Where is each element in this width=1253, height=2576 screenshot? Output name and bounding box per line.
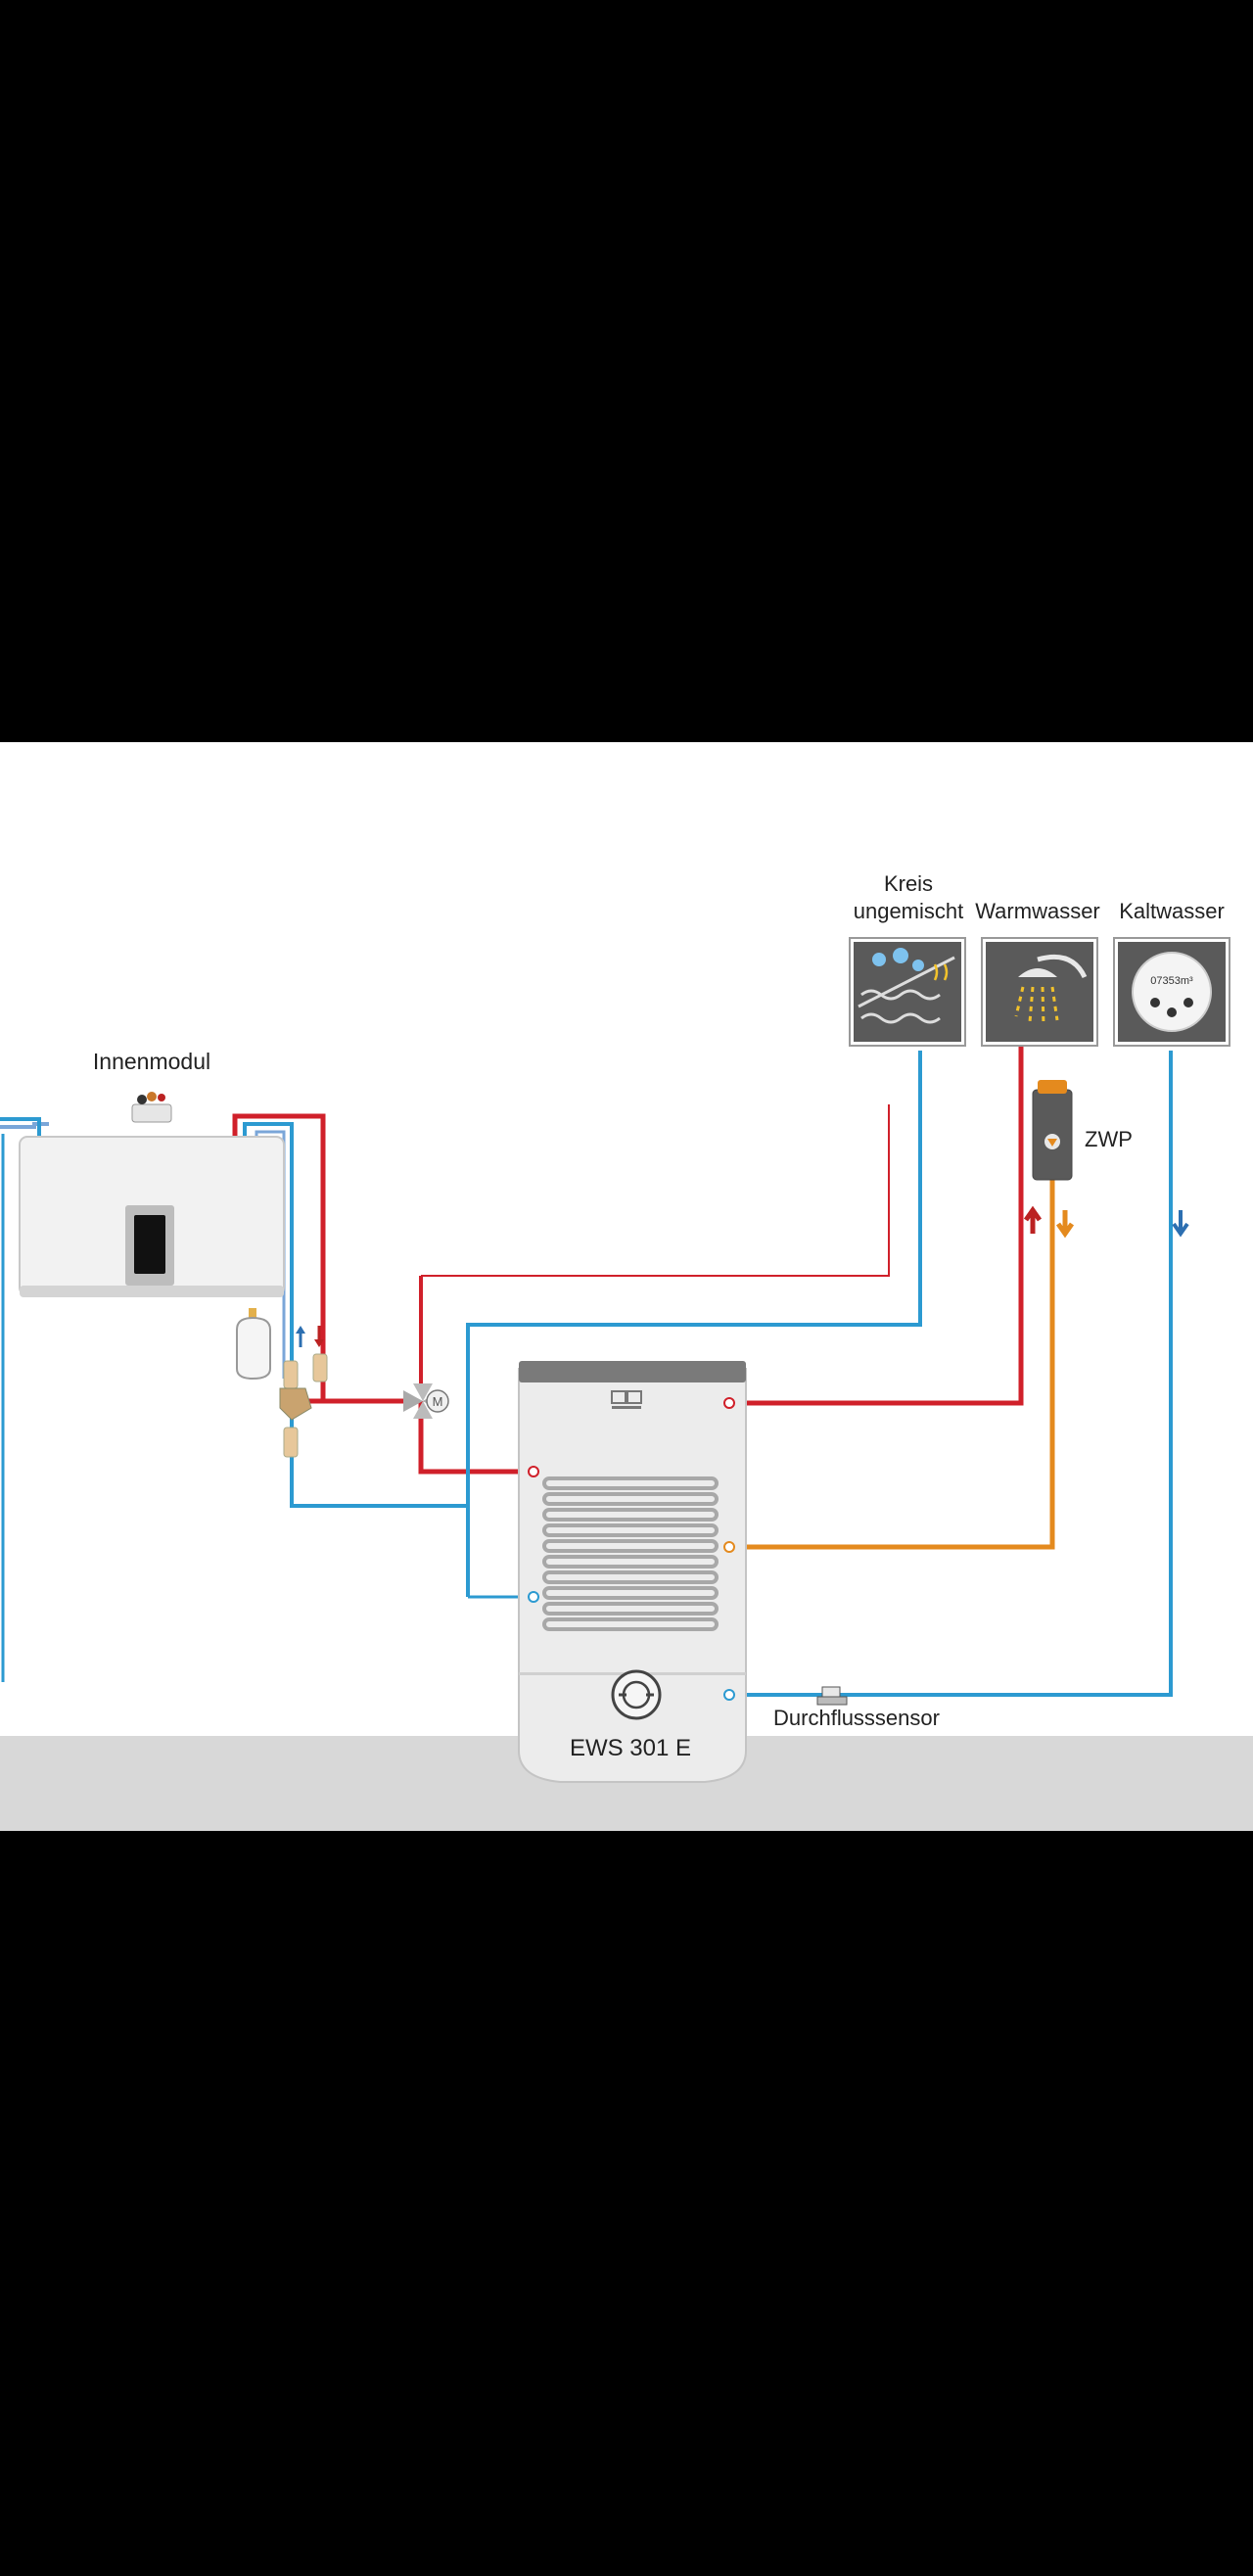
flow-arrows [1023, 1205, 1189, 1239]
storage-tank[interactable] [518, 1361, 747, 1783]
tank-logo [611, 1390, 642, 1409]
tank-label: EWS 301 E [570, 1735, 691, 1761]
meter-reading: 07353m³ [1150, 975, 1193, 987]
kaltwasser-label: Kaltwasser [1119, 899, 1225, 923]
port-coil-out [528, 1591, 539, 1603]
kreis-label-line2: ungemischt [854, 899, 964, 923]
innenmodul-label: Innenmodul [93, 1049, 210, 1074]
hydraulic-diagram: Innenmodul M [0, 742, 1253, 1831]
port-circulation [723, 1541, 735, 1553]
arrow-down-icon [1055, 1210, 1075, 1239]
floor-heating-icon [858, 948, 955, 1024]
hot-pipe-innenmodul [232, 1113, 411, 1404]
pipes [0, 1046, 1173, 1697]
top-black-bar [0, 0, 1253, 742]
kaltwasser-tile[interactable]: 07353m³ [1113, 937, 1230, 1047]
warmwasser-label: Warmwasser [975, 899, 1100, 923]
port-hot-out [723, 1397, 735, 1409]
kreis-supply-pipe [421, 1104, 890, 1277]
kreis-label-line1: Kreis [884, 871, 933, 896]
arrow-down-icon [1172, 1210, 1189, 1238]
cold-pipe-left [0, 1117, 41, 1139]
cold-water-inlet [729, 1051, 1173, 1697]
heat-exchanger-coil [542, 1476, 719, 1631]
innenmodul-unit[interactable] [19, 1092, 285, 1297]
bottom-black-bar [0, 1831, 1253, 2576]
water-meter-icon: 07353m³ [1132, 952, 1212, 1032]
circulation-return [729, 1095, 1055, 1550]
flange-icon [611, 1669, 662, 1720]
kreis-return-pipe [466, 1051, 922, 1597]
durchflusssensor-label: Durchflusssensor [773, 1706, 940, 1730]
circulation-pump-icon[interactable] [1032, 1080, 1073, 1181]
port-cold-in [723, 1689, 735, 1701]
arrow-up-icon [1023, 1205, 1043, 1234]
shower-icon [1014, 954, 1088, 1027]
flow-sensor-icon [816, 1686, 848, 1706]
port-coil-in [528, 1466, 539, 1477]
hot-pipe-to-coil [418, 1401, 534, 1475]
return-pipe-left [0, 1122, 49, 1129]
zwp-label: ZWP [1085, 1127, 1133, 1151]
cold-pipe-innenmodul [243, 1122, 470, 1508]
warm-water-supply [729, 1046, 1024, 1406]
mixing-valve-icon[interactable]: M [403, 1383, 449, 1419]
expansion-vessel-icon [236, 1308, 271, 1381]
mixer-valve-m: M [433, 1394, 443, 1409]
pump-group-icon [279, 1326, 328, 1458]
warmwasser-tile[interactable] [981, 937, 1098, 1047]
kreis-tile[interactable] [849, 937, 966, 1047]
